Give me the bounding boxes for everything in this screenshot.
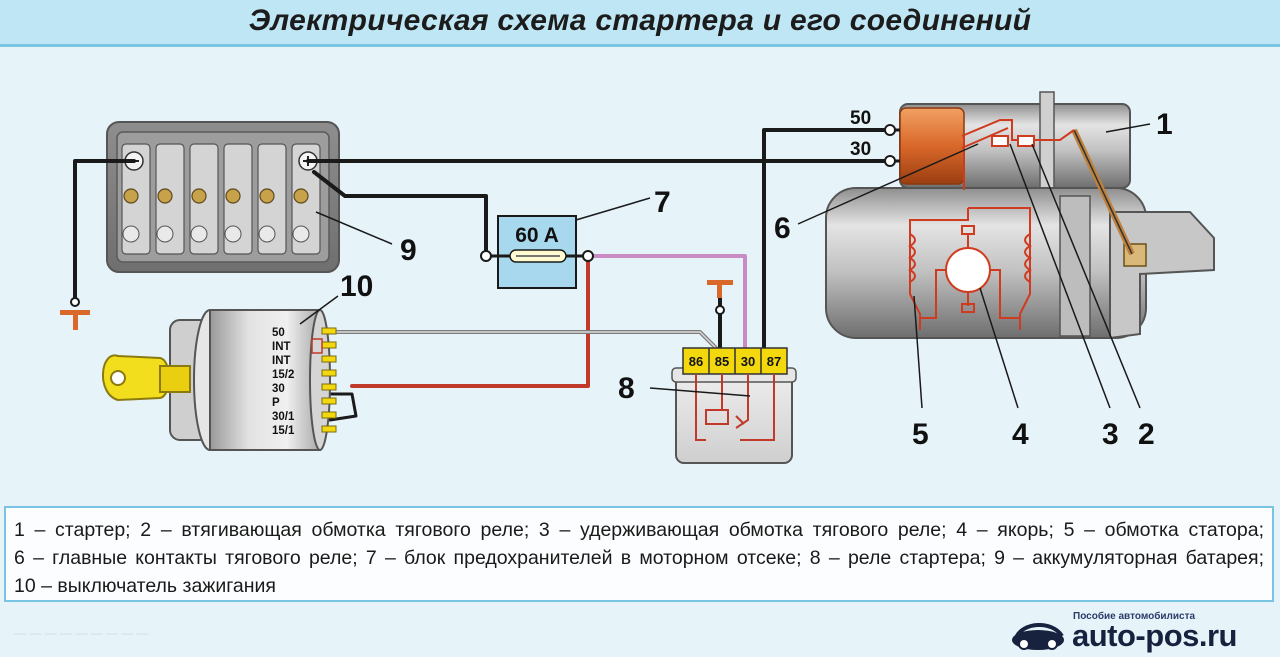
switch-pin-15-2: 15/2 [272,369,294,381]
wire-battery-ground [73,159,136,304]
starter-relay: 86 85 30 87 [671,347,797,464]
wiring-diagram: 60 A 86 85 30 87 [60,91,1215,464]
callout-9: 9 [400,234,417,267]
switch-pin-int-2: INT [272,355,291,367]
wire-switch-relay-gray-inner [329,331,721,357]
relay-pin-87: 87 [767,354,781,369]
solenoid-cap [899,107,965,185]
fuse-block: 60 A [480,215,594,289]
switch-pin-50: 50 [272,327,285,339]
caption-line-3: 10 – выключатель зажигания [14,575,276,597]
starter-terminal-50 [884,124,896,136]
relay-pin-86: 86 [689,354,703,369]
relay-pin-85: 85 [715,354,729,369]
callout-10: 10 [340,270,373,303]
fuse-rating: 60 A [515,224,559,247]
caption-line-2: 6 – главные контакты тягового реле; 7 – … [14,547,1264,569]
relay-pin-30: 30 [741,354,755,369]
wires [73,128,892,422]
switch-pin-15-1: 15/1 [272,425,295,437]
switch-pin-p: P [272,397,280,409]
switch-pin-30: 30 [272,383,285,395]
ignition-switch: 50 INT INT 15/2 30 P 30/1 15/1 [102,309,337,451]
ground-symbol-relay [707,280,733,315]
diagram-canvas: 60 A 86 85 30 87 [0,48,1280,504]
brand-tagline: Пособие автомобилиста [1073,611,1196,622]
callout-leaders [299,123,1151,409]
wire-battery-fuse [312,170,488,258]
car-logo-icon [1012,622,1064,650]
wire-switch-relay-gray [328,330,722,358]
callout-8: 8 [618,372,635,405]
callout-3: 3 [1102,418,1119,451]
wire-fuse-relay-pink [586,254,747,358]
wire-relay87-starter-50 [762,128,892,358]
switch-pin-30-1: 30/1 [272,411,295,423]
callout-1: 1 [1156,108,1173,141]
ignition-key [102,354,191,402]
callout-4: 4 [1012,418,1029,451]
terminal-label-30: 30 [850,139,871,160]
callout-2: 2 [1138,418,1155,451]
header-bar [0,0,1280,47]
page-title: Электрическая схема стартера и его соеди… [248,4,1032,37]
terminal-label-50: 50 [850,108,871,129]
switch-pin-int-1: INT [272,341,291,353]
callout-6: 6 [774,212,791,245]
brand-logo-text[interactable]: auto-pos.ru [1072,618,1238,653]
callout-7: 7 [654,186,671,219]
footer-ghost-text: — — — — — — — — — [14,626,149,640]
starter-terminal-30 [884,155,896,167]
footer [0,604,1280,657]
ground-symbol-battery [60,297,90,330]
wire-switch-loop [328,392,358,422]
callout-5: 5 [912,418,929,451]
wire-fuse-switch-red [350,254,590,388]
battery [106,121,340,273]
caption-line-1: 1 – стартер; 2 – втягивающая обмотка тяг… [14,519,1264,541]
legend-caption: 1 – стартер; 2 – втягивающая обмотка тяг… [4,506,1274,602]
